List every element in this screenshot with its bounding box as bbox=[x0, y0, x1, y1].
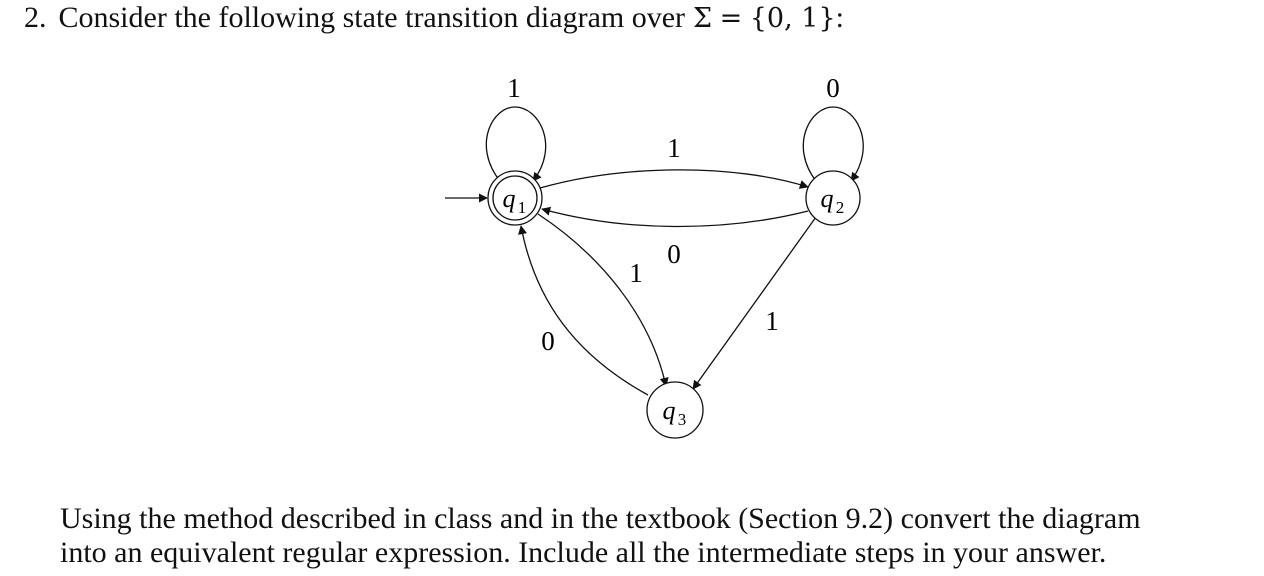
transition-label-q1-q3: 1 bbox=[629, 258, 643, 288]
equals-sign: = bbox=[719, 3, 743, 34]
alphabet-set: {0, 1} bbox=[749, 3, 836, 34]
state-q1: q 1 bbox=[487, 170, 543, 226]
transition-label-q1-q2: 1 bbox=[667, 133, 681, 163]
alphabet-formula: Σ = {0, 1}: bbox=[693, 1, 844, 34]
transition-q1-q1 bbox=[485, 106, 547, 182]
instructions-line-2: into an equivalent regular expression. I… bbox=[60, 536, 1107, 569]
problem-text: Consider the following state transition … bbox=[58, 1, 686, 34]
state-subscript-q1: 1 bbox=[518, 198, 527, 217]
transition-label-q2-q1: 0 bbox=[667, 239, 681, 269]
transition-label-q2-q3: 1 bbox=[765, 306, 779, 336]
problem-heading: 2. Consider the following state transitio… bbox=[24, 0, 844, 37]
transition-q1-q3 bbox=[537, 213, 669, 387]
transition-q1-q2 bbox=[539, 169, 809, 189]
state-q3: q 3 bbox=[646, 381, 704, 439]
state-label-q3: q bbox=[663, 396, 676, 425]
heading-colon: : bbox=[835, 1, 844, 34]
transition-q3-q1 bbox=[518, 225, 649, 396]
instructions-line-1: Using the method described in class and … bbox=[60, 502, 1141, 535]
transition-q2-q2 bbox=[802, 106, 864, 182]
problem-number: 2. bbox=[24, 1, 47, 34]
state-subscript-q3: 3 bbox=[678, 410, 687, 429]
state-transition-diagram: 1 0 1 0 1 0 1 q 1 q 2 q 3 bbox=[445, 73, 864, 439]
transition-label-q2-q2: 0 bbox=[826, 73, 840, 103]
transition-label-q1-q1: 1 bbox=[507, 73, 521, 103]
state-q2: q 2 bbox=[805, 170, 861, 226]
transition-q2-q1 bbox=[541, 206, 809, 228]
alphabet-symbol: Σ bbox=[693, 3, 713, 34]
state-subscript-q2: 2 bbox=[836, 198, 845, 217]
transition-q2-q3 bbox=[692, 216, 817, 390]
transition-label-q3-q1: 0 bbox=[541, 326, 555, 356]
state-label-q2: q bbox=[821, 184, 834, 213]
state-label-q1: q bbox=[503, 184, 516, 213]
instructions: Using the method described in class and … bbox=[60, 502, 1250, 570]
